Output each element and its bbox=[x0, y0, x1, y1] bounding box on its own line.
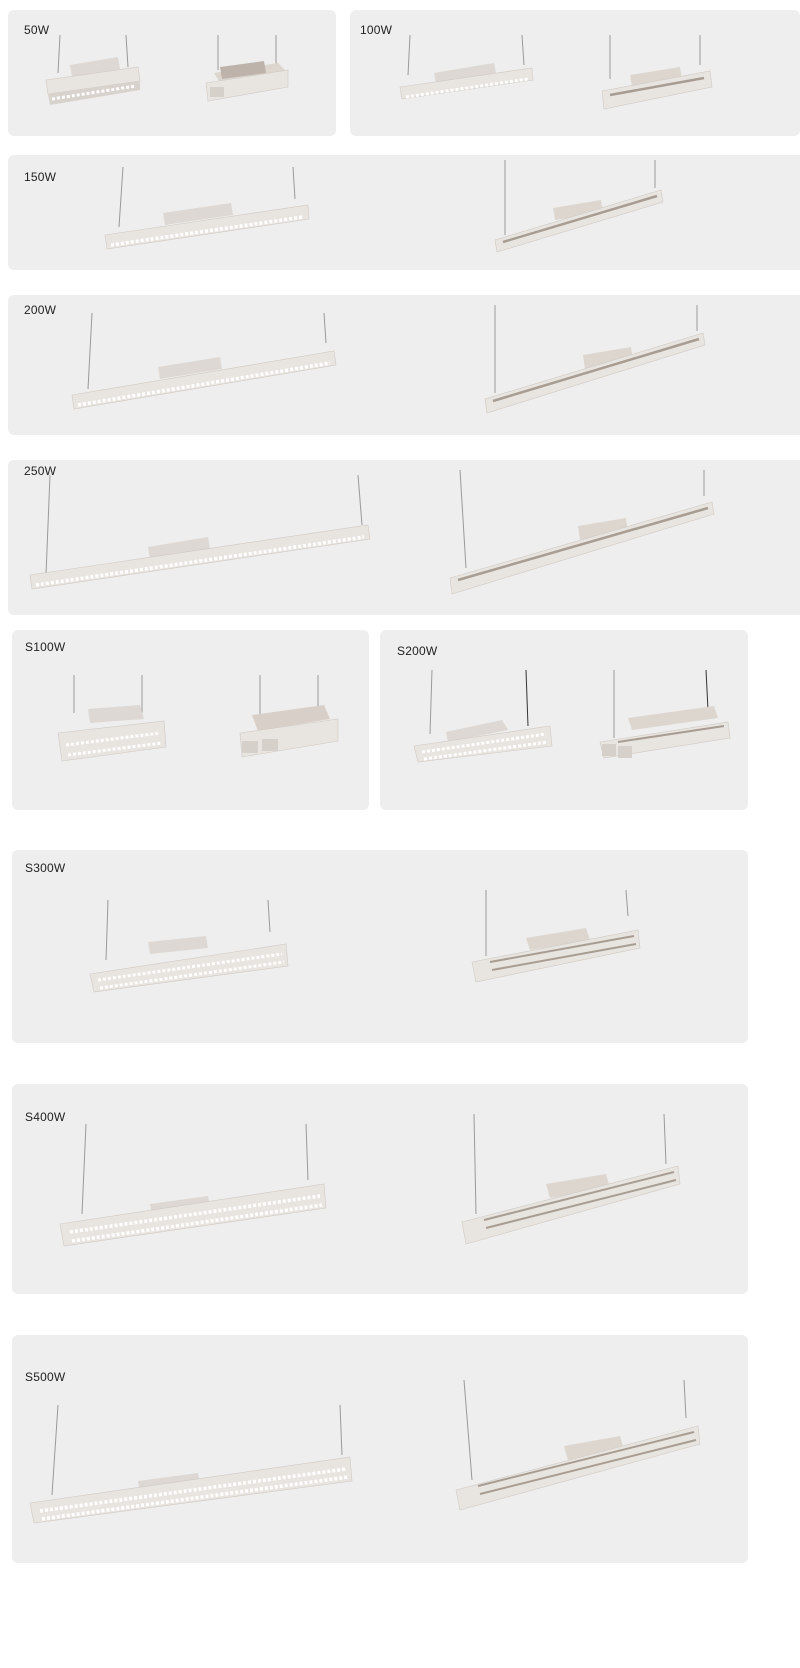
wattage-label: S500W bbox=[25, 1370, 66, 1384]
product-panel-50w: 50W bbox=[8, 10, 336, 136]
fixture-rear-image bbox=[483, 305, 713, 420]
wattage-label: S400W bbox=[25, 1110, 66, 1124]
product-panel-100w: 100W bbox=[350, 10, 800, 136]
wattage-label: 200W bbox=[24, 303, 57, 317]
product-panel-150w: 150W bbox=[8, 155, 800, 270]
wattage-label: S300W bbox=[25, 861, 66, 875]
product-panel-s500w: S500W bbox=[12, 1335, 748, 1563]
fixture-front-image bbox=[28, 1404, 358, 1525]
wattage-label: S100W bbox=[25, 640, 66, 654]
product-panel-200w: 200W bbox=[8, 295, 800, 435]
fixture-rear-image bbox=[238, 675, 343, 765]
wattage-label: 250W bbox=[24, 464, 57, 478]
fixture-front-image bbox=[54, 675, 169, 765]
wattage-label: 150W bbox=[24, 170, 57, 184]
product-panel-s400w: S400W bbox=[12, 1084, 748, 1294]
fixture-rear-image bbox=[598, 669, 733, 765]
fixture-front-image bbox=[70, 312, 340, 413]
fixture-rear-image bbox=[448, 469, 723, 600]
fixture-front-image bbox=[88, 899, 293, 995]
fixture-rear-image bbox=[600, 35, 720, 115]
fixture-rear-image bbox=[198, 35, 298, 115]
fixture-front-image bbox=[28, 474, 378, 595]
product-panel-250w: 250W bbox=[8, 460, 800, 615]
product-panel-s200w: S200W bbox=[380, 630, 748, 810]
fixture-front-image bbox=[103, 166, 313, 257]
product-panel-s300w: S300W bbox=[12, 850, 748, 1043]
fixture-front-image bbox=[38, 34, 148, 115]
fixture-front-image bbox=[58, 1123, 333, 1249]
fixture-rear-image bbox=[493, 160, 668, 255]
fixture-rear-image bbox=[460, 1113, 685, 1249]
product-panel-s100w: S100W bbox=[12, 630, 369, 810]
wattage-label: 100W bbox=[360, 23, 393, 37]
wattage-label: 50W bbox=[24, 23, 50, 37]
wattage-label: S200W bbox=[397, 644, 438, 658]
fixture-front-image bbox=[412, 669, 557, 765]
fixture-rear-image bbox=[470, 889, 645, 990]
fixture-rear-image bbox=[454, 1379, 704, 1515]
fixture-front-image bbox=[398, 34, 538, 110]
